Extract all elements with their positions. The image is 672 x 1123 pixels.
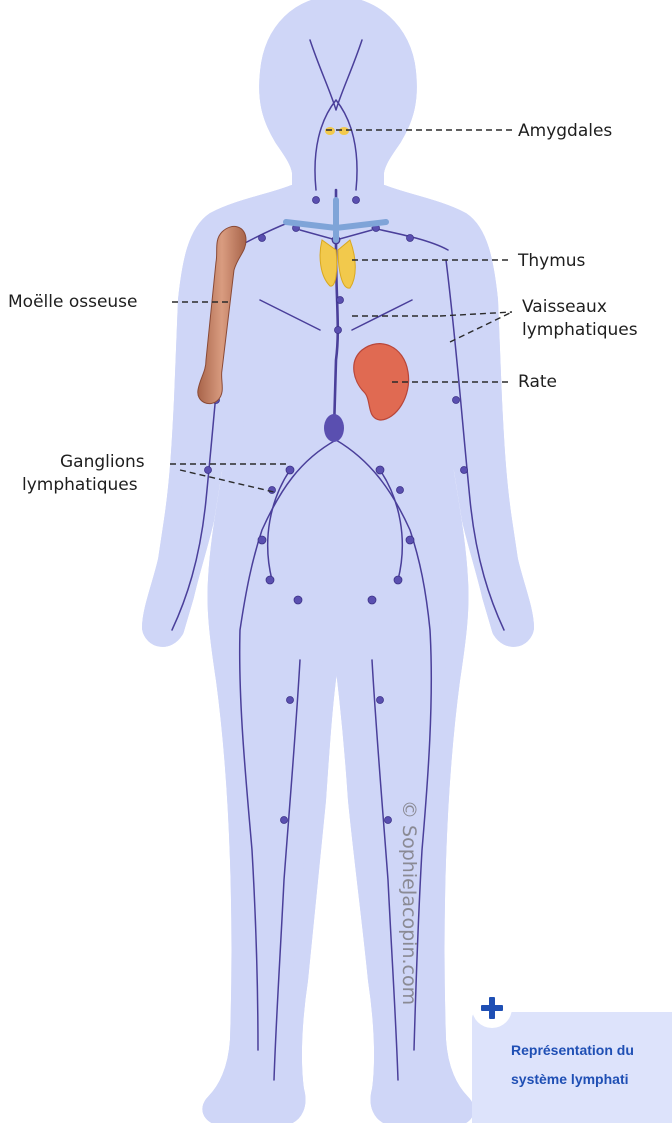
label-vaisseaux-line2: lymphatiques bbox=[522, 320, 638, 341]
label-moelle-osseuse: Moëlle osseuse bbox=[8, 292, 138, 313]
plus-icon-bar-vertical bbox=[489, 997, 495, 1019]
info-card[interactable] bbox=[472, 1012, 672, 1123]
cisterna-chyli bbox=[324, 414, 344, 442]
copyright-credit: © SophieJacopin.com bbox=[398, 800, 420, 1005]
plus-icon[interactable] bbox=[472, 988, 512, 1028]
card-title-line1: Représentation du bbox=[511, 1042, 634, 1058]
label-thymus: Thymus bbox=[518, 251, 585, 272]
label-vaisseaux-line1: Vaisseaux bbox=[522, 297, 607, 318]
body-silhouette bbox=[150, 4, 526, 1118]
label-ganglions-line1: Ganglions bbox=[60, 452, 145, 473]
label-amygdales: Amygdales bbox=[518, 121, 612, 142]
label-rate: Rate bbox=[518, 372, 557, 393]
label-ganglions-line2: lymphatiques bbox=[22, 475, 138, 496]
card-title-line2: système lymphati bbox=[511, 1071, 629, 1087]
